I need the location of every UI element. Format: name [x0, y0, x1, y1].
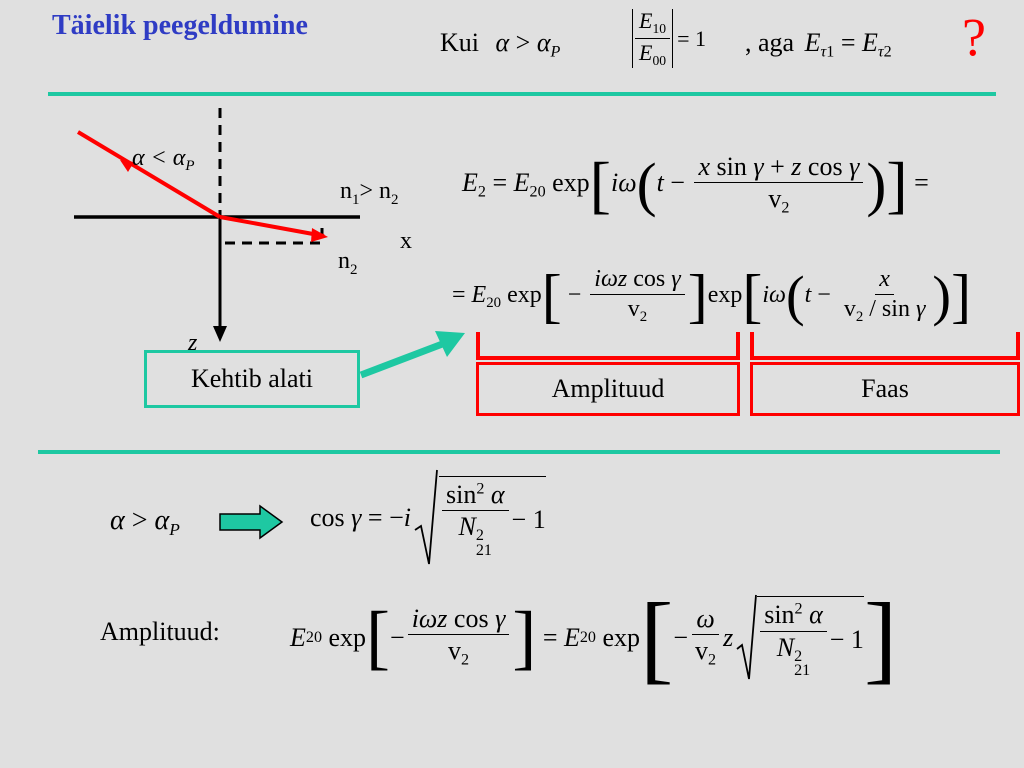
kehtib-alati-box: Kehtib alati: [144, 350, 360, 408]
faas-box: Faas: [750, 362, 1020, 416]
condition-bottom: α > αP: [110, 505, 180, 540]
n-relation: n1> n2: [340, 178, 399, 208]
page-title: Täielik peegeldumine: [52, 10, 308, 41]
header-condition: Kui α > αP: [440, 28, 561, 61]
refracted-arrowhead: [311, 228, 328, 242]
amplituud-box: Amplituud: [476, 362, 740, 416]
incident-ray: [76, 130, 222, 219]
refracted-ray: [219, 215, 325, 238]
dashed-box: [225, 222, 324, 245]
kui-label: Kui: [440, 28, 479, 57]
x-axis-label: x: [400, 228, 412, 254]
header-aga: , aga Eτ1 = Eτ2: [745, 28, 892, 61]
z-axis-arrowhead: [213, 326, 227, 342]
kehtib-arrow: [359, 331, 465, 379]
incident-arrowhead: [120, 160, 134, 172]
red-brackets: [476, 332, 1020, 360]
refraction-diagram: α < αP n1> n2 x n2 z: [74, 108, 412, 356]
angle-label: α < αP: [132, 145, 195, 174]
amplituud-label: Amplituud:: [100, 617, 220, 646]
divider-top: [48, 92, 996, 96]
medium-label: n2: [338, 248, 358, 278]
z-axis-label: z: [187, 330, 198, 356]
implies-arrow: [219, 504, 284, 540]
divider-middle: [38, 450, 1000, 454]
question-mark: ?: [962, 7, 986, 67]
